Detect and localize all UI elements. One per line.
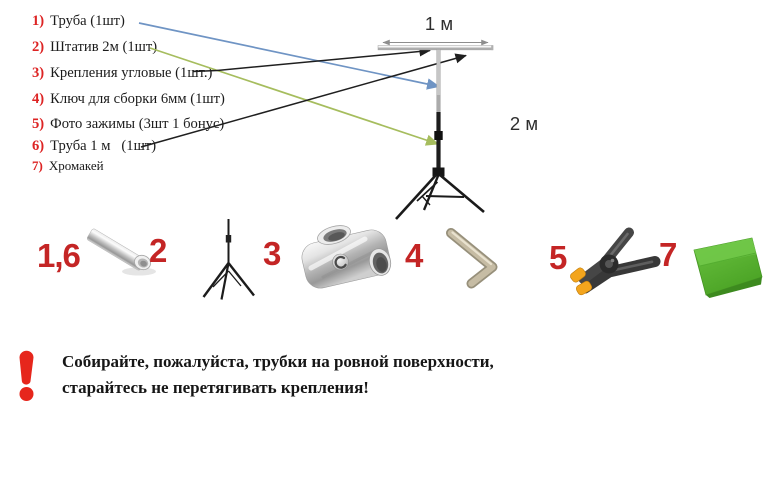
- warning-line-2: старайтесь не перетягивать крепления!: [62, 377, 369, 397]
- part-text: Штатив 2м (1шт): [50, 39, 158, 55]
- warning-line-1: Собирайте, пожалуйста, трубки на ровной …: [62, 352, 494, 371]
- part-text: Крепления угловые (1шт.): [50, 65, 213, 81]
- hex-key-image: [446, 228, 498, 289]
- part-number: 6): [32, 138, 45, 154]
- stand-height-label: 2 м: [509, 113, 539, 134]
- product-label-tube: 1,6: [37, 237, 81, 274]
- crossbar-end-cap: [491, 45, 494, 51]
- pole-joint: [436, 95, 441, 112]
- product-label-hex-key: 4: [405, 237, 423, 274]
- part-number: 7): [32, 158, 43, 173]
- parts-list-item-5: 5) Фото зажимы (3шт 1 бонус): [32, 116, 224, 133]
- callout-arrows: [138, 22, 467, 148]
- parts-list-item-1: 1) Труба (1шт): [32, 13, 125, 30]
- part-text: Фото зажимы (3шт 1 бонус): [50, 116, 225, 132]
- crossbar-width-label: 1 м: [424, 13, 454, 34]
- product-label-corner-clamp: 3: [263, 235, 281, 272]
- part-number: 4): [32, 91, 45, 107]
- tripod-collar: [432, 167, 445, 177]
- warning-text: Собирайте, пожалуйста, трубки на ровной …: [62, 349, 494, 400]
- pole-lower-section: [436, 112, 441, 173]
- parts-list-item-6: 6) Труба 1 м (1шт): [32, 138, 156, 155]
- arrow-stand-callout: [149, 47, 440, 146]
- crossbar-tube: [377, 45, 494, 51]
- product-label-spring-clamp: 5: [549, 239, 567, 276]
- arrow-tube-callout: [138, 22, 441, 90]
- arrow-corner-clamp-callout: [192, 46, 431, 73]
- arrow-tube-1m-callout: [140, 53, 467, 148]
- pole-lock-knob: [434, 131, 443, 140]
- part-text: Ключ для сборки 6мм (1шт): [50, 91, 225, 107]
- corner-clamp-image: [301, 225, 392, 289]
- stand-diagram: [377, 39, 494, 220]
- parts-list-item-3: 3) Крепления угловые (1шт.): [32, 65, 212, 82]
- product-label-tripod: 2: [149, 232, 167, 269]
- tripod-image: [202, 219, 255, 300]
- part-number: 5): [32, 116, 45, 132]
- chromakey-image: [693, 237, 763, 298]
- product-label-chromakey: 7: [659, 236, 677, 273]
- warning-exclamation-icon: [19, 350, 34, 401]
- part-number: 1): [32, 13, 45, 29]
- tube-image: [86, 228, 156, 276]
- spring-clamp-image: [570, 227, 661, 296]
- tripod-legs: [395, 174, 485, 220]
- part-text: Хромакей: [48, 158, 104, 173]
- parts-list-item-2: 2) Штатив 2м (1шт): [32, 39, 157, 56]
- part-number: 3): [32, 65, 45, 81]
- part-text: Труба (1шт): [50, 13, 125, 29]
- part-text: Труба 1 м (1шт): [50, 138, 157, 154]
- parts-list-item-7: 7) Хромакей: [32, 158, 104, 174]
- parts-list-item-4: 4) Ключ для сборки 6мм (1шт): [32, 91, 225, 108]
- part-number: 2): [32, 39, 45, 55]
